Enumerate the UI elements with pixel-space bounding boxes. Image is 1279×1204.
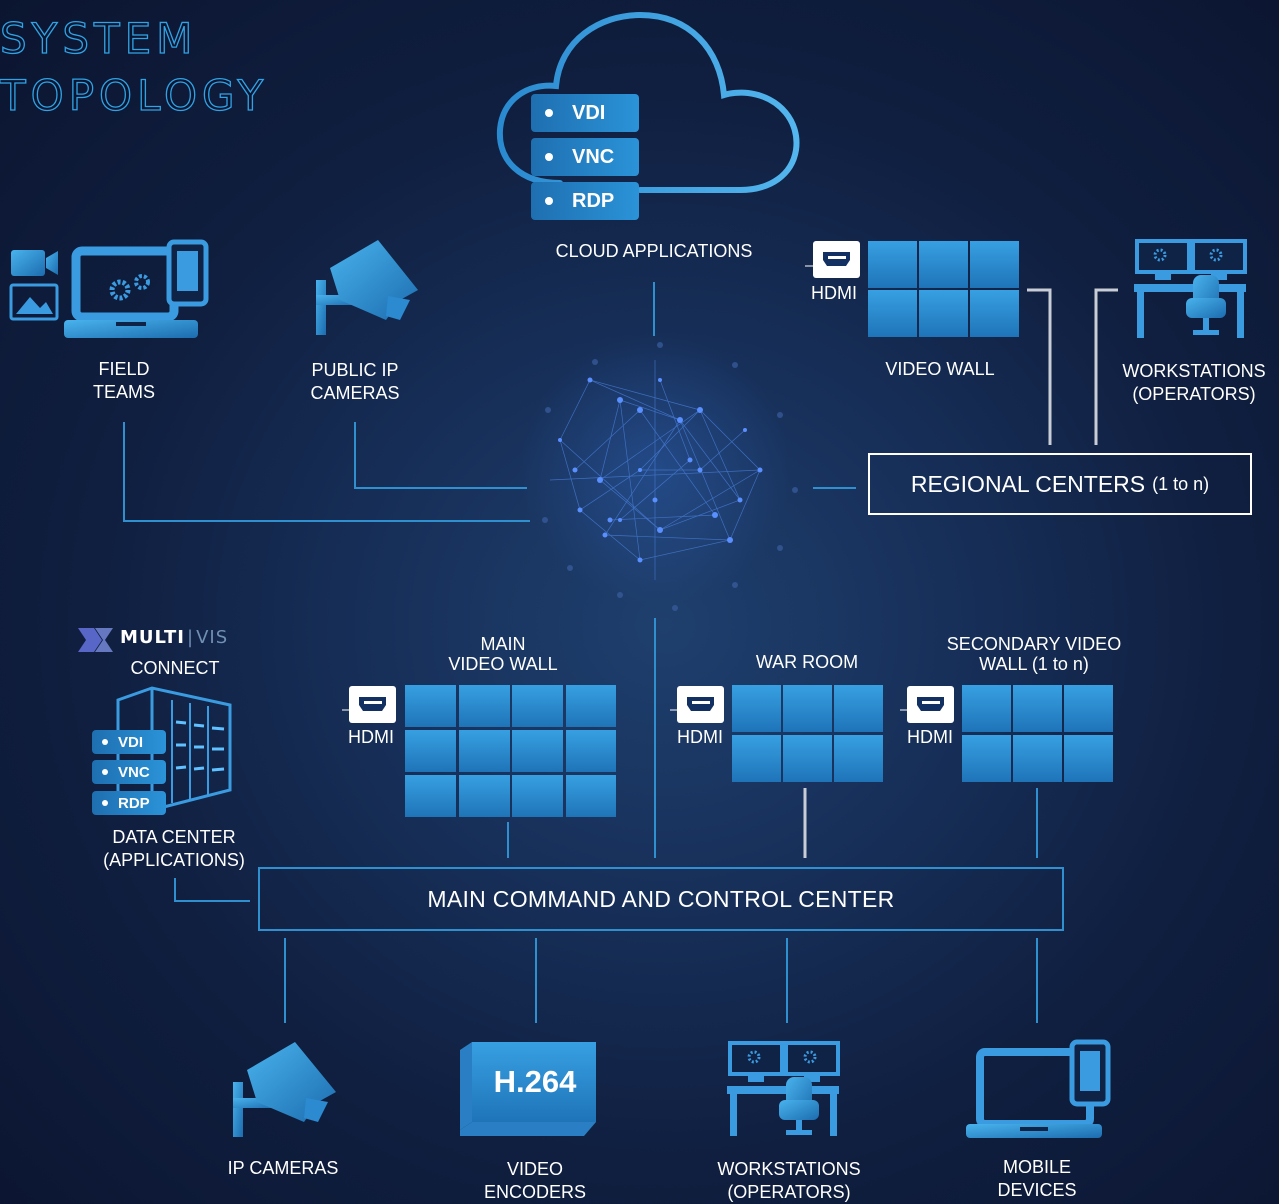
logo-separator: | [187, 627, 195, 648]
data-center-item-vdi: VDI [92, 730, 166, 754]
hdmi-label: HDMI [811, 283, 857, 303]
label-line: (APPLICATIONS) [103, 850, 245, 870]
label-line: MOBILE [1002, 1157, 1072, 1177]
video-wall-label: VIDEO WALL [885, 359, 995, 379]
data-center-item-vnc: VNC [92, 760, 166, 784]
label-line: VIDEO WALL [448, 654, 558, 674]
bullet-icon [102, 769, 108, 775]
regional-centers-count: (1 to n) [1152, 473, 1210, 494]
label-line: DEVICES [997, 1180, 1077, 1200]
title-line-1: SYSTEM [0, 13, 198, 63]
label-line: WORKSTATIONS [717, 1159, 861, 1179]
data-center-label: DATA CENTER (APPLICATIONS) [103, 826, 245, 872]
main-video-wall-tiles [405, 685, 616, 817]
workstation-icon [727, 1041, 840, 1136]
bullet-icon [545, 153, 553, 161]
data-center-item-label: VNC [118, 763, 150, 781]
ip-cameras-label: IP CAMERAS [227, 1158, 339, 1178]
diagram-title: SYSTEM TOPOLOGY [0, 10, 268, 124]
main-video-wall-label: MAIN VIDEO WALL [448, 634, 557, 674]
label-line: TEAMS [92, 382, 156, 402]
main-command-center-box: MAIN COMMAND AND CONTROL CENTER [258, 867, 1064, 931]
bullet-icon [545, 197, 553, 205]
main-command-center-label: MAIN COMMAND AND CONTROL CENTER [427, 885, 895, 912]
label-line: VIDEO [506, 1159, 564, 1179]
secondary-video-wall-tiles [962, 685, 1113, 782]
network-globe-icon [520, 335, 798, 611]
war-room-tiles [732, 685, 883, 782]
label-line: ENCODERS [483, 1182, 587, 1202]
label-line: MAIN [480, 634, 526, 654]
regional-centers-box: REGIONAL CENTERS (1 to n) [868, 453, 1252, 515]
hdmi-icon [805, 241, 860, 278]
logo-brand: MULTI [120, 627, 185, 648]
hdmi-label: HDMI [677, 727, 723, 747]
connector-lines-gray [803, 288, 1118, 858]
mobile-devices-icon [966, 1039, 1111, 1138]
ip-camera-icon [233, 1042, 336, 1137]
public-ip-cameras-label: PUBLIC IP CAMERAS [310, 359, 399, 405]
workstations-label: WORKSTATIONS (OPERATORS) [717, 1158, 860, 1204]
public-ip-camera-icon [316, 240, 418, 335]
hdmi-label: HDMI [348, 727, 394, 747]
video-encoders-label: VIDEO ENCODERS [484, 1158, 586, 1204]
label-line: (OPERATORS) [727, 1182, 851, 1202]
logo-brand-suffix: VIS [196, 627, 229, 648]
label-line: SECONDARY VIDEO [946, 634, 1122, 654]
multivis-logo-icon [78, 628, 113, 652]
bullet-icon [102, 800, 108, 806]
data-center-item-label: RDP [118, 794, 150, 812]
field-teams-icon [9, 239, 209, 338]
label-line: PUBLIC IP [311, 360, 399, 380]
label-line: WORKSTATIONS [1122, 361, 1266, 381]
label-line: CAMERAS [310, 383, 400, 403]
cloud-icon [496, 11, 800, 193]
secondary-video-wall-label: SECONDARY VIDEO WALL (1 to n) [947, 634, 1121, 674]
label-line: WALL (1 to n) [979, 654, 1089, 674]
regional-workstation-icon [1134, 239, 1247, 338]
multivis-logo: MULTI|VIS [120, 627, 228, 648]
bullet-icon [102, 739, 108, 745]
war-room-label: WAR ROOM [755, 652, 859, 672]
label-line: (OPERATORS) [1132, 384, 1256, 404]
hdmi-icon [670, 686, 724, 723]
video-encoder-icon [460, 1042, 596, 1136]
hdmi-label: HDMI [907, 727, 953, 747]
cloud-item-label: VDI [572, 101, 606, 124]
bullet-icon [545, 109, 553, 117]
regional-video-wall-tiles [868, 241, 1019, 337]
connector-lines [123, 282, 1038, 1023]
cloud-item-rdp: RDP [531, 182, 639, 220]
mobile-devices-label: MOBILE DEVICES [997, 1156, 1076, 1202]
cloud-item-vdi: VDI [531, 94, 639, 132]
cloud-item-label: VNC [572, 145, 615, 168]
data-center-item-label: VDI [118, 733, 144, 751]
regional-centers-label: REGIONAL CENTERS [910, 470, 1146, 497]
h264-badge: H.264 [493, 1064, 577, 1099]
label-line: FIELD [98, 359, 150, 379]
hdmi-icon [342, 686, 396, 723]
data-center-item-rdp: RDP [92, 791, 166, 815]
title-line-2: TOPOLOGY [0, 70, 269, 120]
hdmi-icon [900, 686, 954, 723]
cloud-applications-label: CLOUD APPLICATIONS [555, 241, 753, 261]
cloud-item-label: RDP [572, 189, 615, 212]
regional-workstations-label: WORKSTATIONS (OPERATORS) [1122, 360, 1265, 406]
field-teams-label: FIELD TEAMS [93, 358, 155, 404]
logo-connect-label: CONNECT [130, 658, 220, 678]
label-line: DATA CENTER [112, 827, 236, 847]
cloud-item-vnc: VNC [531, 138, 639, 176]
